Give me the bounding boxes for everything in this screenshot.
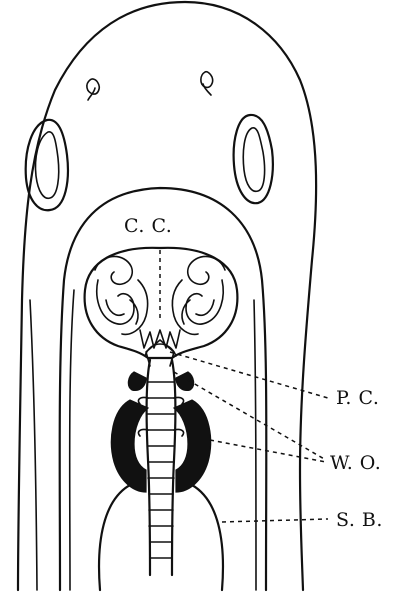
- nostrils: [87, 72, 213, 100]
- right-eye: [234, 115, 273, 203]
- label-cranial-cavity: C. C.: [124, 215, 172, 237]
- label-perilymphatic-canal: P. C.: [336, 387, 379, 409]
- vertebral-column: [138, 360, 183, 575]
- swim-bladder: [99, 485, 223, 590]
- weberian-ossicles: [111, 340, 210, 492]
- label-swim-bladder: S. B.: [336, 509, 383, 531]
- left-eye: [26, 120, 68, 210]
- label-weberian-ossicles: W. O.: [330, 452, 381, 474]
